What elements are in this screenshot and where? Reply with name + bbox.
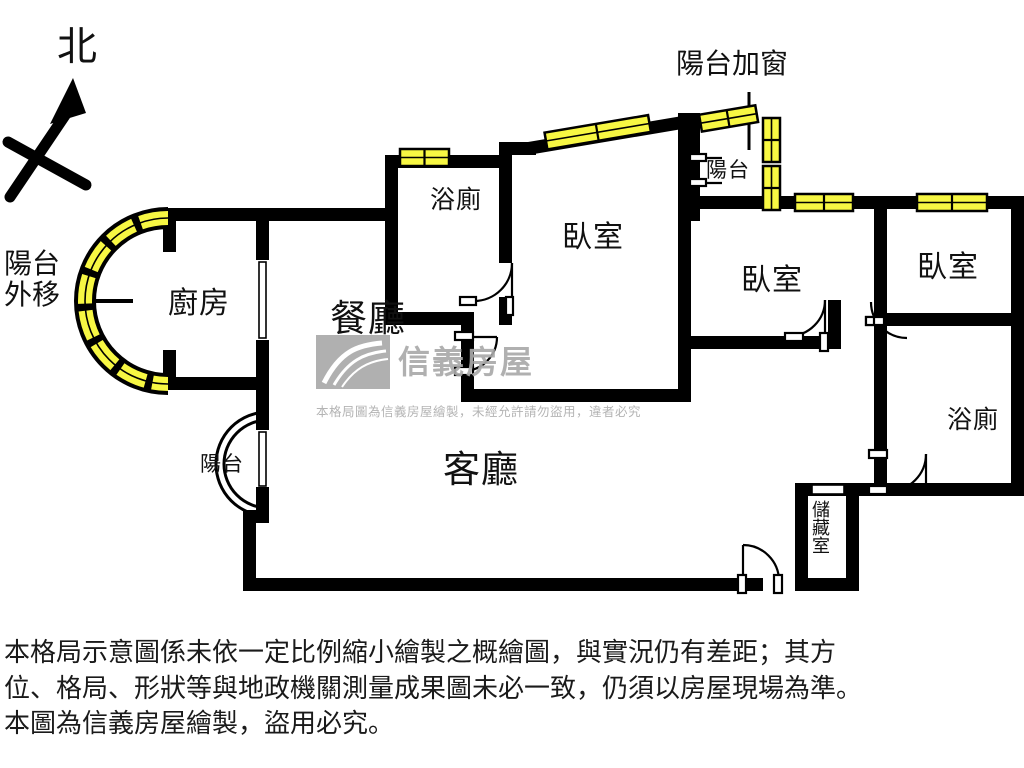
compass-north-label: 北 [57,24,97,70]
window-bathroom1 [398,147,451,168]
room-label-balcony-upper: 陽台 [706,158,750,182]
callout-balcony-added-window-text: 陽台加窗 [676,47,789,80]
window-balcony-added-vertical [761,116,782,212]
balcony-relocated-window [74,207,169,395]
room-label-living-room: 客廳 [443,448,519,491]
disclaimer: 本格局示意圖係未依一定比例縮小繪製之概繪圖，與實況仍有差距；其方 位、格局、形狀… [4,636,1020,743]
swing-doors [453,152,928,595]
window-bedroom3 [915,192,989,213]
wall-structure [163,113,1024,591]
north-arrow-icon [2,78,92,203]
window-balcony-added-slanted [697,103,760,133]
disclaimer-line-3: 本圖為信義房屋繪製，盜用必究。 [4,709,395,740]
room-label-bedroom-1: 臥室 [562,220,624,255]
room-label-storage-room: 儲藏室 [809,500,830,554]
room-label-bathroom-1: 浴廁 [430,185,483,214]
disclaimer-line-1: 本格局示意圖係未依一定比例縮小繪製之概繪圖，與實況仍有差距；其方 [4,638,837,668]
callout-balcony-relocated-line1: 陽台 [4,247,61,280]
window-bedroom2 [793,192,855,213]
room-label-bathroom-2: 浴廁 [947,405,1000,434]
window-bedroom1-slanted [543,113,653,151]
room-label-dining-room: 餐廳 [330,297,406,340]
room-label-balcony-lower: 陽台 [200,452,244,476]
room-label-kitchen: 廚房 [168,286,230,321]
sliding-doors [258,261,845,495]
disclaimer-line-2: 位、格局、形狀等與地政機關測量成果圖未必一致，仍須以房屋現場為準。 [4,673,863,704]
callout-balcony-relocated: 陽台 外移 [4,248,60,311]
balcony-lower-shape [214,410,269,518]
callout-balcony-added-window: 陽台加窗 [676,48,788,79]
room-label-bedroom-3: 臥室 [917,250,979,285]
windows [398,103,989,213]
room-label-bedroom-2: 臥室 [741,263,803,298]
callout-balcony-relocated-line2: 外移 [4,278,61,312]
